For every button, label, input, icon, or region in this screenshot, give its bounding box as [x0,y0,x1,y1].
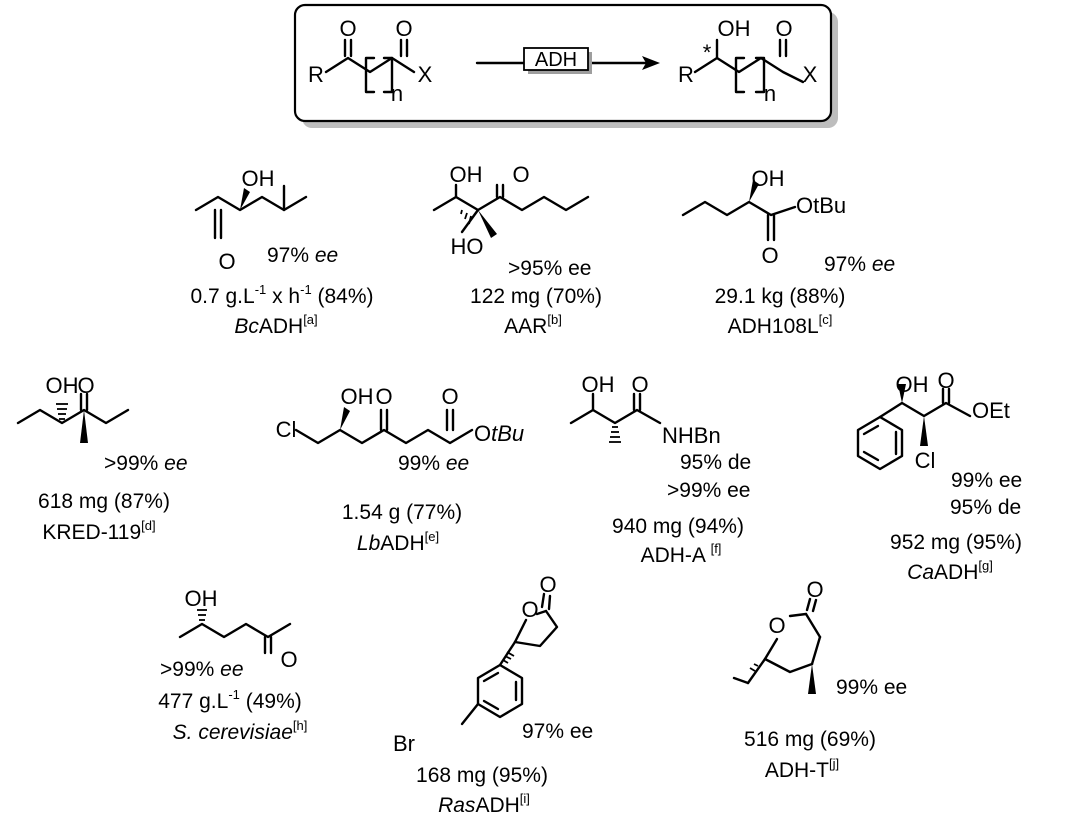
reactant-x-group: X [418,62,433,87]
c3-hydroxyl: OH [752,166,785,191]
c3-ester-group: OtBu [796,193,846,218]
c9-enzyme: RasADH[i] [438,791,530,817]
c8-hydroxyl: OH [185,586,218,611]
c6-de: 95% de [680,451,751,474]
c4-amount: 618 mg (87%) [38,490,170,513]
compound-8: OH O >99% ee 477 g.L-1 (49%) S. cerevisi… [158,586,307,744]
general-reaction-box: O O R n X ADH OH * O R n X [293,3,838,128]
c1-amount: 0.7 g.L-1 x h-1 (84%) [190,282,373,308]
c5-chlorine: Cl [276,417,297,442]
c2-amount: 122 mg (70%) [470,285,602,308]
c10-amount: 516 mg (69%) [744,728,876,751]
product-oxygen: O [775,16,792,41]
c6-enzyme: ADH-A [f] [641,541,722,567]
c1-enzyme: BcADH[a] [234,312,317,338]
c4-enzyme: KRED-119[d] [42,518,155,544]
c4-ee: >99% ee [104,452,188,475]
product-r-group: R [678,62,694,87]
c1-carbonyl-oxygen: O [218,249,235,274]
c7-hydroxyl: OH [896,372,929,397]
product-n-subscript: n [764,81,776,106]
c8-amount: 477 g.L-1 (49%) [158,687,302,713]
c5-enzyme: LbADH[e] [357,529,439,555]
compound-6: OH O NHBn 95% de >99% ee 940 mg (94%) AD… [569,372,751,567]
compound-4: OH O >99% ee 618 mg (87%) KRED-119[d] [16,373,188,544]
c10-carbonyl-oxygen: O [806,577,823,602]
product-stereocenter-star: * [703,40,712,65]
c10-ring-oxygen: O [768,613,785,638]
c4-hydroxyl: OH [46,373,79,398]
c7-ester-group: OEt [972,398,1010,423]
c9-carbonyl-oxygen: O [539,572,556,597]
compound-3: OH OtBu O 97% ee 29.1 kg (88%) ADH108L[c… [681,166,895,338]
product-x-group: X [803,62,818,87]
c7-ee: 99% ee [951,469,1022,492]
c5-amount: 1.54 g (77%) [342,501,462,524]
c7-amount: 952 mg (95%) [890,531,1022,554]
c9-ring-oxygen: O [521,597,538,622]
compound-5: Cl OH O O OtBu 99% ee 1.54 g (77%) LbADH… [276,384,525,555]
c2-hydroxyl: OH [450,162,483,187]
product-structure: OH * O R n X [678,16,818,106]
reaction-arrow: ADH [475,47,660,74]
reactant-oxygen-2: O [395,16,412,41]
c3-ee: 97% ee [824,253,895,276]
compound-9: O O Br 97% ee 168 mg (95%) RasADH[i] [393,572,593,817]
compound-10: O O 99% ee 516 mg (69%) ADH-T[j] [732,577,907,782]
c1-ee: 97% ee [267,244,338,267]
c8-carbonyl-oxygen: O [280,647,297,672]
c7-chlorine: Cl [915,448,936,473]
reactant-oxygen-1: O [339,16,356,41]
compound-1: OH O 97% ee 0.7 g.L-1 x h-1 (84%) BcADH[… [190,166,373,338]
c4-carbonyl-oxygen: O [77,373,94,398]
c10-ee: 99% ee [836,676,907,699]
c10-enzyme: ADH-T[j] [765,756,839,782]
c6-ee: >99% ee [667,479,751,502]
compound-7: OH O OEt Cl 99% ee 95% de 952 mg (95%) C… [856,368,1022,584]
c6-hydroxyl: OH [582,372,615,397]
c9-bromine: Br [393,731,415,756]
c6-amount: 940 mg (94%) [612,515,744,538]
c2-carbonyl-oxygen: O [512,162,529,187]
c3-carbonyl-oxygen: O [761,243,778,268]
c5-ester-oxygen: O [441,384,458,409]
c3-enzyme: ADH108L[c] [728,312,833,338]
c6-carbonyl-oxygen: O [631,372,648,397]
c7-enzyme: CaADH[g] [907,558,993,584]
c7-de: 95% de [950,496,1021,519]
reactant-n-subscript: n [391,81,403,106]
c7-carbonyl-oxygen: O [937,368,954,393]
reactant-structure: O O R n X [308,16,433,106]
c3-amount: 29.1 kg (88%) [715,285,846,308]
c6-amide-group: NHBn [662,423,721,448]
product-hydroxyl: OH [718,16,751,41]
c2-hydroxyl-2: HO [451,234,484,259]
c8-enzyme: S. cerevisiae[h] [173,718,308,744]
c1-hydroxyl: OH [242,166,275,191]
reactant-r-group: R [308,62,324,87]
c5-ketone-oxygen: O [375,384,392,409]
c8-ee: >99% ee [160,658,244,681]
c9-ee: 97% ee [522,720,593,743]
c5-hydroxyl: OH [341,384,374,409]
c5-ee: 99% ee [398,452,469,475]
c9-amount: 168 mg (95%) [416,764,548,787]
c2-enzyme: AAR[b] [504,312,562,338]
enzyme-label: ADH [535,49,577,71]
c2-ee: >95% ee [508,257,592,280]
c5-ester-group: OtBu [474,421,524,446]
compound-2: OH O HO >95% ee 122 mg (70%) AAR[b] [432,162,602,338]
